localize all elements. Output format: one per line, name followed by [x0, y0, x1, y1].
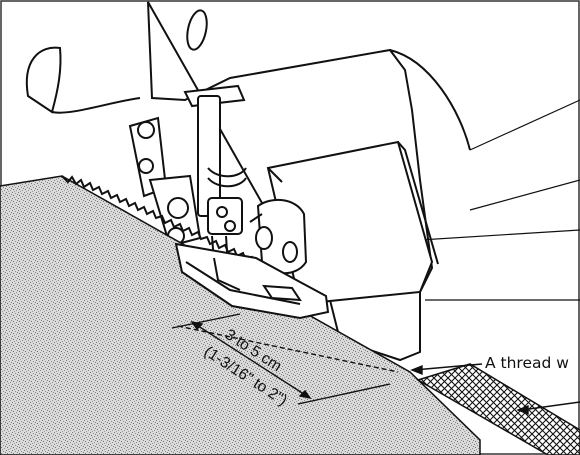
callout-thread-label: A thread w [485, 354, 569, 372]
measurement-dimension [171, 313, 399, 405]
thread-chain [416, 363, 580, 455]
adjustment-knob [249, 198, 308, 275]
presser-foot [174, 242, 330, 320]
fabric-serrated-edge [61, 175, 265, 269]
callout-leaders [410, 363, 580, 416]
needle-bar-assembly [128, 95, 247, 267]
